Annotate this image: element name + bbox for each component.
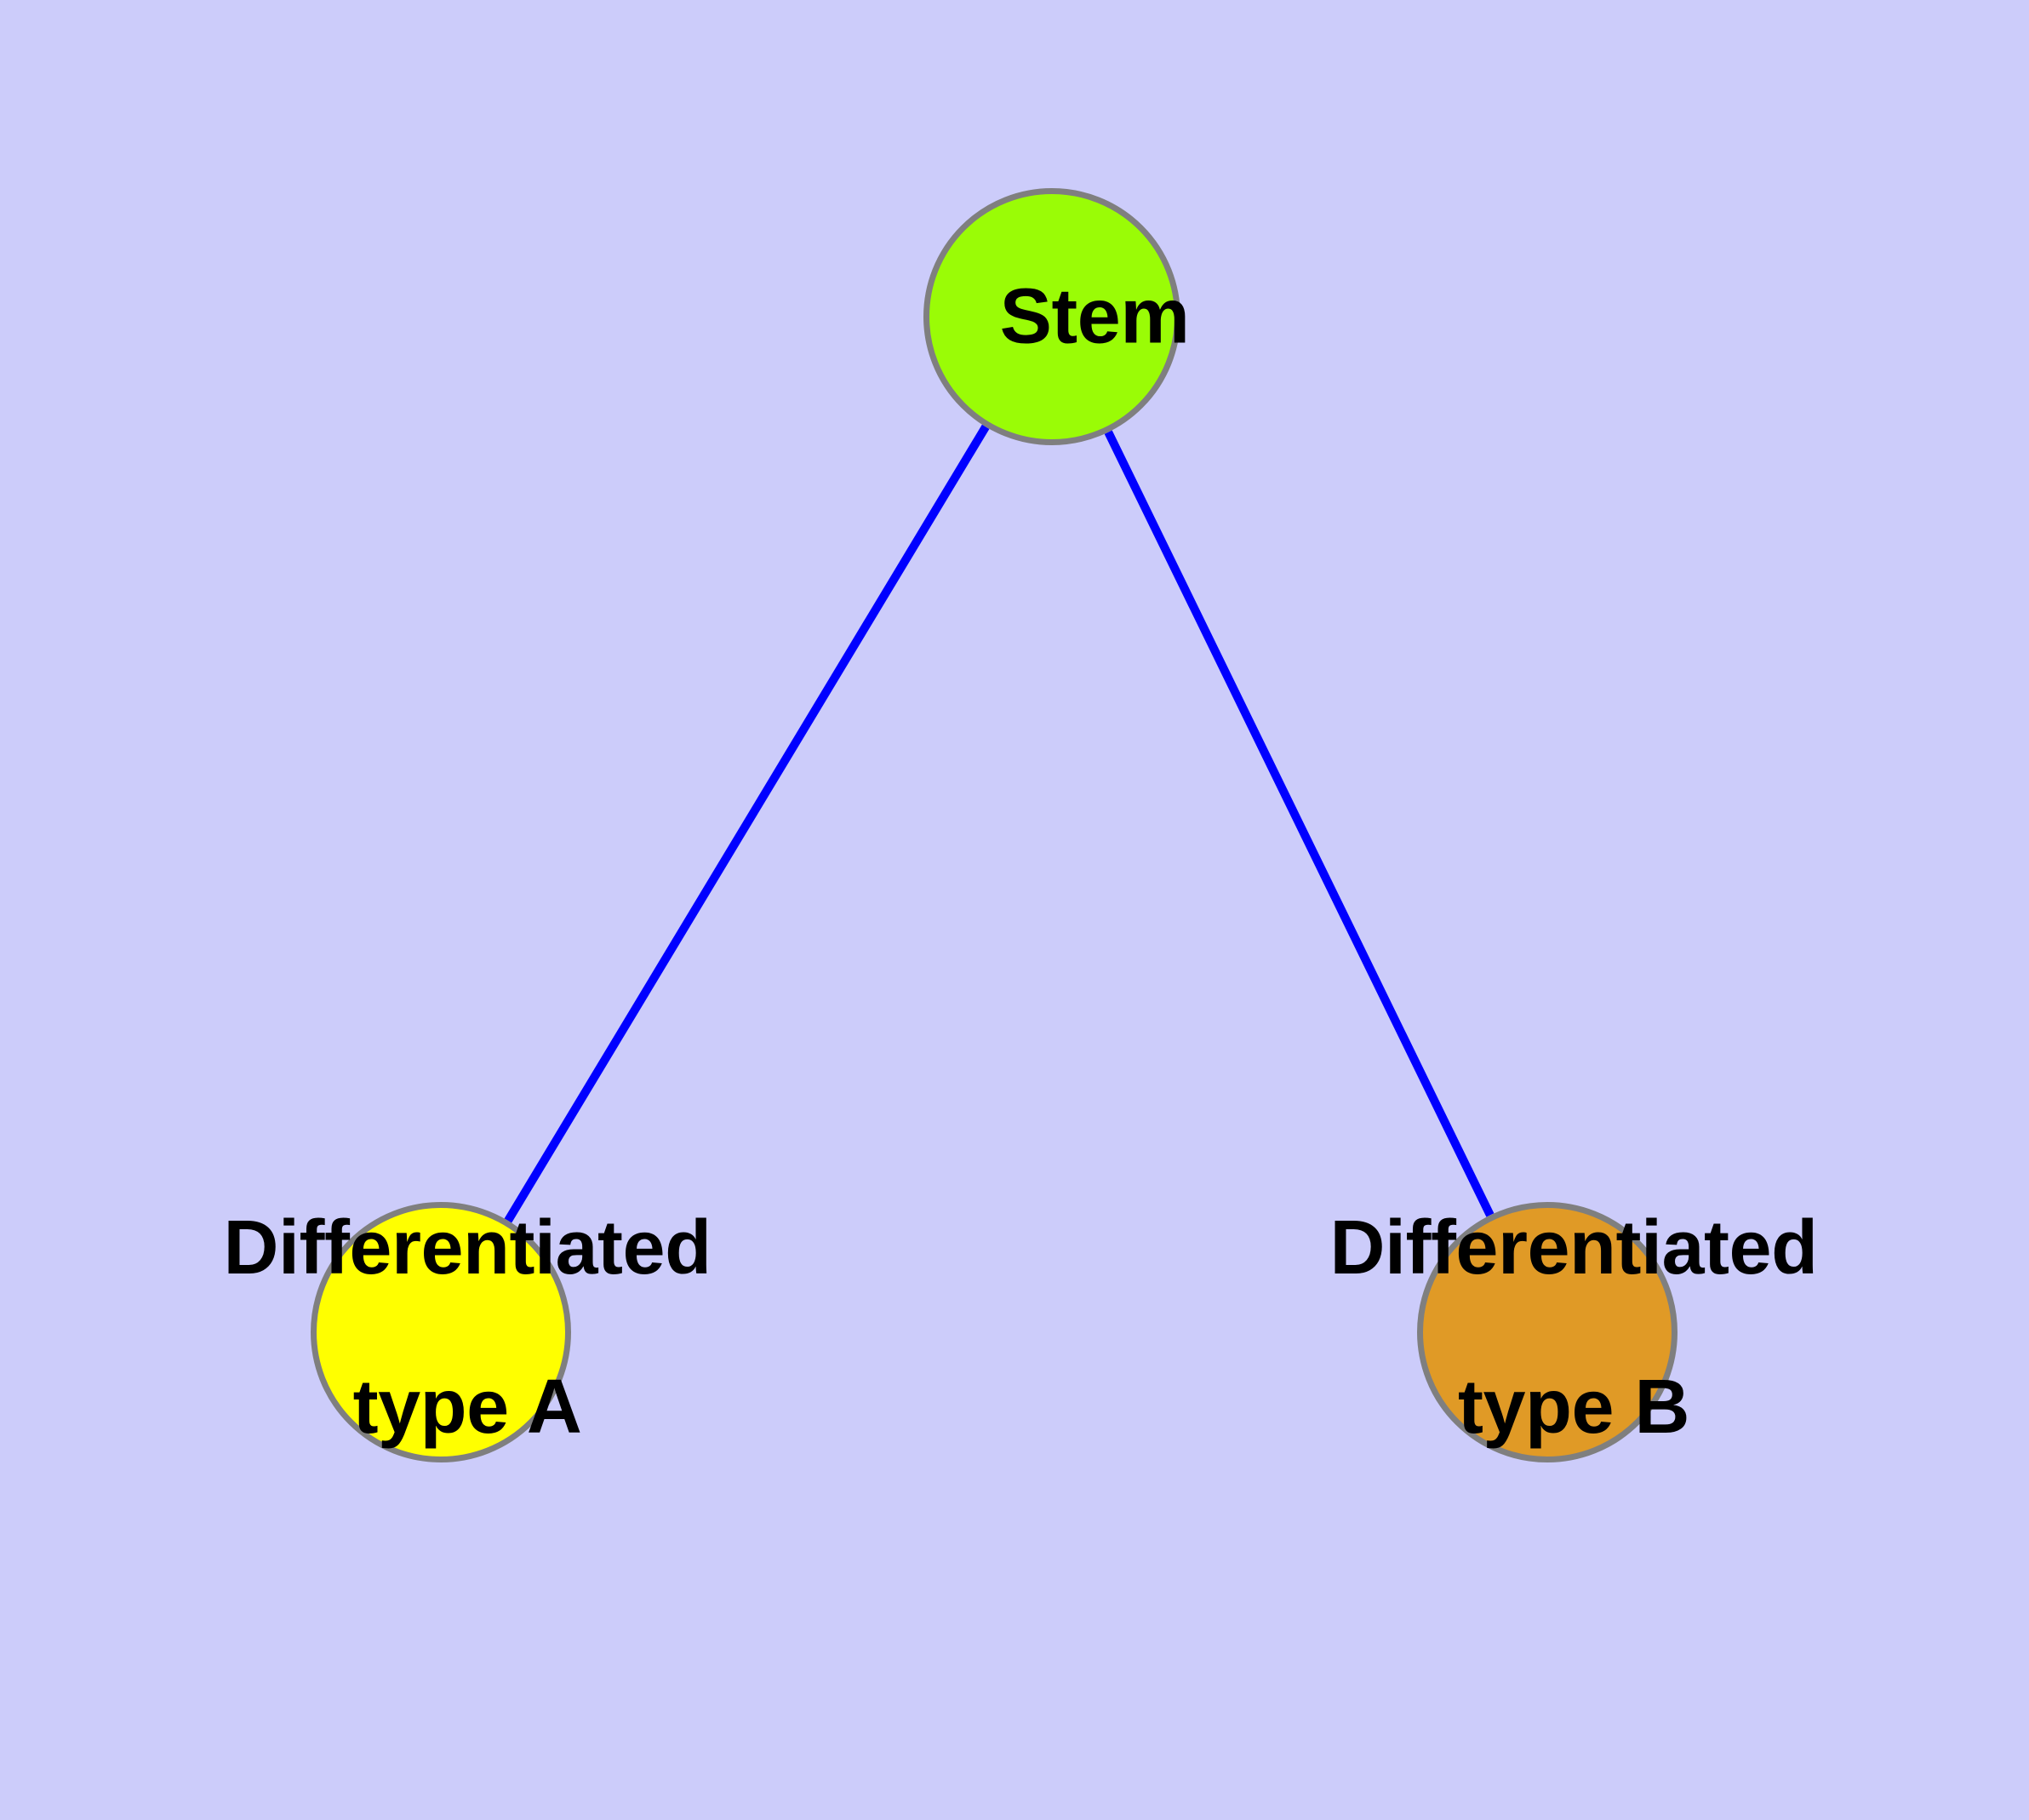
node-stem[interactable] bbox=[923, 188, 1180, 445]
edge-stem-to-differentiated-type-b[interactable] bbox=[1104, 430, 1495, 1217]
edge-layer bbox=[504, 424, 1495, 1223]
node-differentiated-type-b[interactable] bbox=[1417, 1202, 1677, 1462]
node-differentiated-type-a[interactable] bbox=[311, 1202, 571, 1462]
edge-stem-to-differentiated-type-a[interactable] bbox=[504, 424, 990, 1223]
node-layer bbox=[311, 188, 1677, 1462]
